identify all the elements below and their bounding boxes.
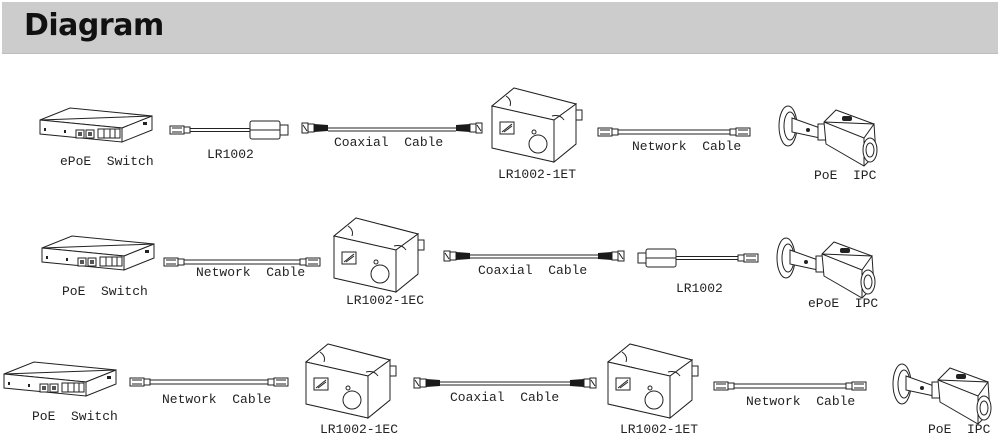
page-title: Diagram <box>24 8 164 43</box>
epoe-switch-icon <box>39 107 153 143</box>
poe-switch-icon <box>3 361 117 397</box>
lr1002-1et-module-icon <box>607 343 699 419</box>
label-lr1002-1ec: LR1002-1EC <box>346 293 424 308</box>
label-poe-switch: PoE Switch <box>62 284 148 299</box>
label-epoe-switch: ePoE Switch <box>60 154 154 169</box>
network-cable-icon <box>129 377 289 387</box>
label-poe-ipc: PoE IPC <box>814 168 877 183</box>
label-lr1002-1ec: LR1002-1EC <box>320 422 398 436</box>
network-cable-icon <box>713 381 867 391</box>
network-cable-icon <box>163 257 321 267</box>
poe-ipc-camera-icon <box>892 363 992 425</box>
row-1: ePoE Switch LR1002 Coaxial Cable LR1002-… <box>39 87 878 183</box>
label-coaxial-cable: Coaxial Cable <box>478 263 587 278</box>
lr1002-1et-module-icon <box>491 87 583 163</box>
lr1002-1ec-module-icon <box>333 217 425 293</box>
label-network-cable: Network Cable <box>196 265 305 280</box>
label-lr1002: LR1002 <box>676 281 723 296</box>
label-lr1002: LR1002 <box>207 147 254 162</box>
lr1002-adapter-icon <box>638 249 758 267</box>
label-coaxial-cable: Coaxial Cable <box>450 390 559 405</box>
label-poe-switch: PoE Switch <box>32 409 118 424</box>
row-2: PoE Switch Network Cable LR1002-1EC Coax… <box>41 217 878 311</box>
coaxial-cable-icon <box>413 377 597 389</box>
lr1002-1ec-module-icon <box>305 343 397 419</box>
row-3: PoE Switch Network Cable LR1002-1EC Coax… <box>3 343 992 436</box>
poe-switch-icon <box>41 235 155 271</box>
label-lr1002-1et: LR1002-1ET <box>498 167 576 182</box>
label-epoe-ipc: ePoE IPC <box>808 296 878 311</box>
poe-ipc-camera-icon <box>778 105 878 167</box>
header-banner: Diagram <box>2 2 998 54</box>
label-coaxial-cable: Coaxial Cable <box>334 135 443 150</box>
coaxial-cable-icon <box>443 250 625 262</box>
network-cable-icon <box>597 127 751 137</box>
label-network-cable: Network Cable <box>632 139 741 154</box>
label-network-cable: Network Cable <box>162 392 271 407</box>
label-poe-ipc: PoE IPC <box>928 422 991 436</box>
label-network-cable: Network Cable <box>746 394 855 409</box>
coaxial-cable-icon <box>301 122 483 134</box>
epoe-ipc-camera-icon <box>776 237 876 299</box>
label-lr1002-1et: LR1002-1ET <box>620 422 698 436</box>
lr1002-adapter-icon <box>170 121 288 139</box>
